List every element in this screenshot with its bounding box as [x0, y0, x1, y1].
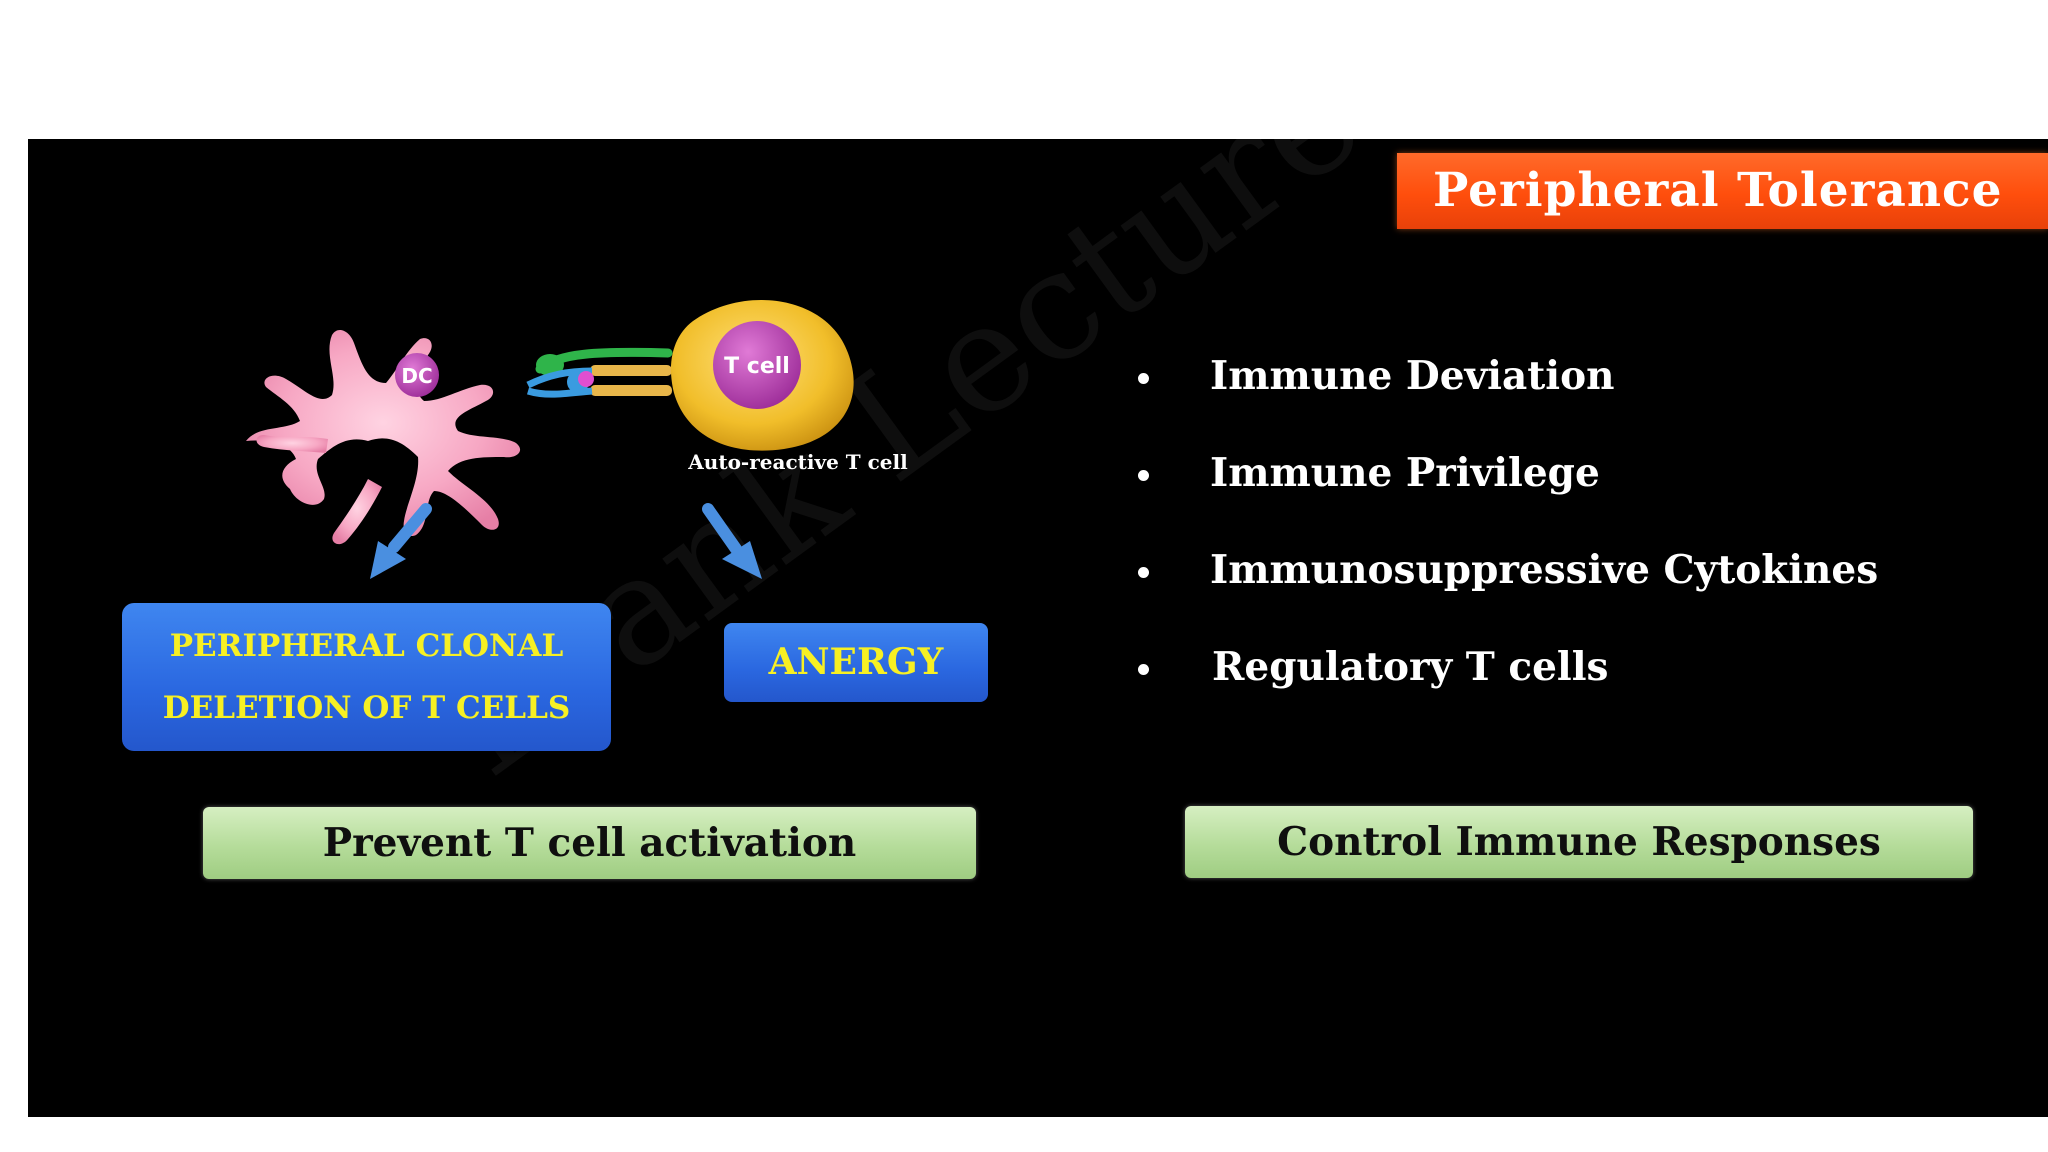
control-responses-box: Control Immune Responses	[1185, 806, 1973, 878]
anergy-box: ANERGY	[724, 623, 988, 702]
slide: Frank Lectures Peripheral Tolerance	[28, 139, 2048, 1117]
bullet-dot	[1138, 664, 1149, 675]
prevent-activation-box: Prevent T cell activation	[203, 807, 976, 879]
list-item-label: Regulatory T cells	[1212, 644, 1609, 690]
t-cell-nucleus	[713, 321, 801, 409]
list-item-label: Immune Deviation	[1210, 353, 1615, 399]
bullet-dot	[1138, 470, 1149, 481]
receptor-synapse	[526, 347, 673, 398]
arrow-to-clonal-deletion	[370, 503, 432, 579]
clonal-deletion-line2: DELETION OF T CELLS	[162, 690, 571, 726]
t-cell-caption: Auto-reactive T cell	[688, 450, 908, 474]
dc-nucleus	[395, 353, 439, 397]
clonal-deletion-line1: PERIPHERAL CLONAL	[169, 628, 564, 664]
clonal-deletion-box: PERIPHERAL CLONAL DELETION OF T CELLS	[122, 603, 611, 751]
arrow-to-anergy	[702, 503, 762, 579]
list-item-label: Immunosuppressive Cytokines	[1210, 547, 1879, 593]
list-item-label: Immune Privilege	[1210, 450, 1600, 496]
dendritic-cell	[246, 329, 521, 545]
bullet-dot	[1138, 567, 1149, 578]
title-banner: Peripheral Tolerance	[1397, 153, 2048, 229]
slide-title: Peripheral Tolerance	[1433, 163, 2003, 218]
t-cell-label: T cell	[724, 354, 790, 379]
dc-label: DC	[401, 364, 432, 388]
cell-interaction-diagram: DC T cell	[246, 300, 854, 579]
bullet-dot	[1138, 373, 1149, 384]
